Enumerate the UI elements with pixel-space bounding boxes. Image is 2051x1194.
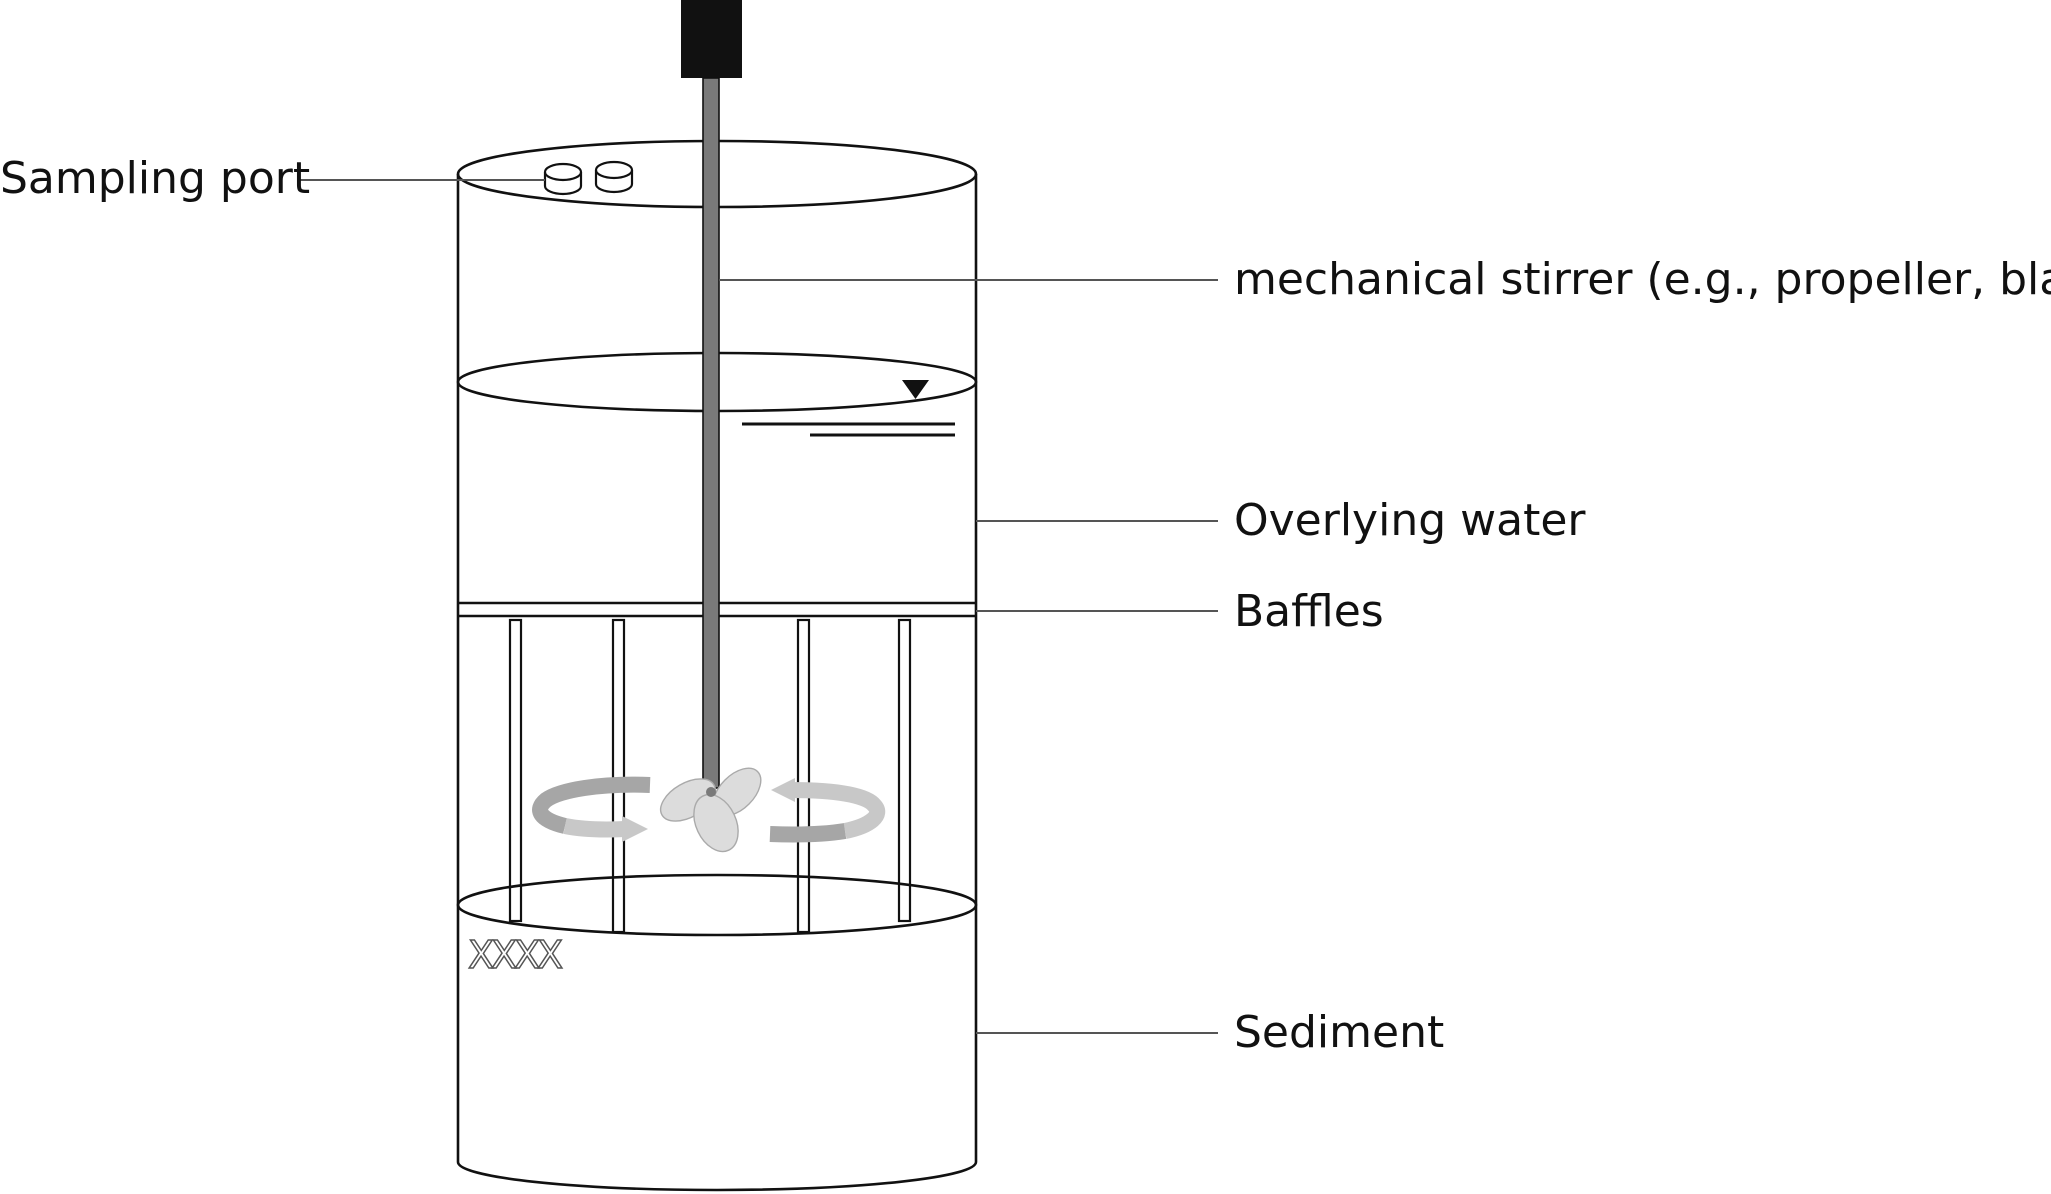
label-sediment: Sediment	[1234, 1007, 1444, 1058]
reactor-vessel	[456, 174, 978, 1192]
sampling-port-2	[594, 160, 634, 194]
sampling-port-1	[543, 162, 583, 196]
baffle-1	[508, 618, 523, 923]
water-level-icon	[742, 380, 955, 437]
propeller-icon	[659, 767, 762, 853]
stirrer-shaft	[702, 77, 720, 789]
rotation-arrow-icon	[532, 776, 886, 843]
label-baffles: Baffles	[1234, 586, 1384, 637]
label-stirrer: mechanical stirrer (e.g., propeller, bla…	[1234, 254, 2051, 305]
sampling-port-icon	[543, 160, 634, 196]
baffle-4	[897, 618, 912, 923]
motor-icon	[681, 0, 742, 78]
sediment-marks: XXXX	[468, 933, 562, 977]
baffle-2	[611, 618, 626, 934]
baffle-3	[796, 618, 811, 934]
label-sampling-port: Sampling port	[0, 153, 310, 204]
label-overlying-water: Overlying water	[1234, 495, 1586, 546]
sediment-surface	[456, 873, 978, 937]
